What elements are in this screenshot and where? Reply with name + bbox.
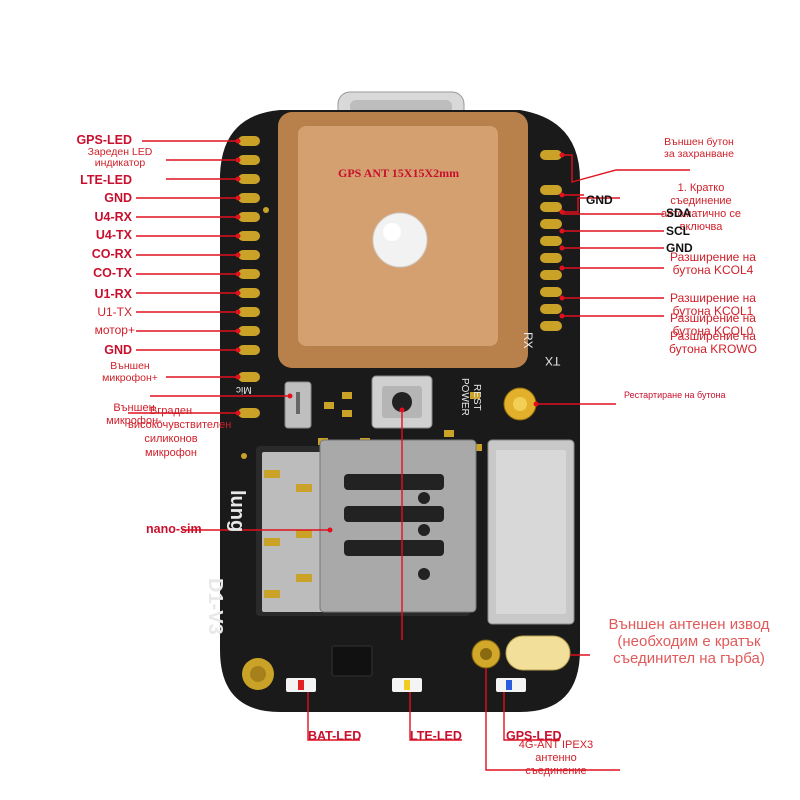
label-gps-led: GPS-LED — [76, 133, 132, 147]
lte-module-shield — [487, 439, 575, 625]
label-gnd-2: GND — [104, 343, 132, 357]
label-motor-plus: мотор+ — [94, 323, 135, 337]
label-u1-rx: U1-RX — [94, 287, 132, 301]
label-ext-antenna: Външен антенен извод (необходим е кратък… — [608, 616, 770, 667]
right-header-pads — [540, 150, 562, 331]
label-scl: SCL — [666, 224, 690, 238]
label-nano-sim: nano-sim — [146, 522, 202, 536]
reset-power-button — [371, 375, 433, 429]
silk-brand: lung — [226, 490, 248, 533]
label-lte-led: LTE-LED — [80, 173, 132, 187]
label-charge-led: Зареден LED индикатор — [87, 146, 153, 169]
label-gnd-1: GND — [104, 191, 132, 205]
silk-model: D1-V3 — [204, 578, 226, 635]
label-sda: SDA — [666, 206, 692, 220]
label-co-tx: CO-TX — [93, 266, 132, 280]
nano-sim-slot — [256, 439, 477, 616]
callout-lines — [128, 140, 690, 771]
silk-rest: REST — [471, 384, 482, 411]
label-4g-ant-ipex: 4G-ANT IPEX3 антенно съединение — [518, 739, 594, 777]
label-co-rx: CO-RX — [91, 247, 132, 261]
label-gnd-right-1: GND — [586, 193, 613, 207]
label-restart-button: Рестартиране на бутона — [624, 390, 726, 400]
label-ext-power-button: Външен бутон за захранване — [664, 136, 734, 160]
silk-mic: Mic — [236, 384, 252, 395]
label-ext-mic-plus: Външен микрофон+ — [102, 360, 158, 384]
silk-rx: RX — [521, 332, 535, 349]
callout-dots — [235, 138, 565, 533]
gps-ceramic-antenna — [278, 112, 528, 368]
label-kcol0: Разширение на бутона KCOL0 — [670, 311, 756, 338]
label-ext-mic-minus: Външен микрофон- — [106, 402, 162, 427]
label-kcol4: Разширение на бутона KCOL4 — [670, 250, 756, 277]
silk-tx: TX — [545, 354, 561, 368]
antenna-spec-text: GPS ANT 15X15X2mm — [338, 166, 460, 180]
restart-button-pad — [503, 387, 537, 421]
label-kcol1: Разширение на бутона KCOL1 — [670, 291, 756, 318]
label-builtin-mic: Вграден високочувствителен силиконов мик… — [128, 405, 232, 459]
silk-power: POWER — [459, 378, 470, 416]
label-krowo: Разширение на бутона KROWO — [669, 329, 757, 356]
label-u4-tx: U4-TX — [95, 228, 132, 242]
label-gnd-right-2: GND — [666, 241, 693, 255]
label-bat-led: BAT-LED — [308, 729, 362, 743]
label-u1-tx: U1-TX — [97, 305, 132, 319]
left-header-pads — [238, 136, 269, 418]
label-lte-led-bottom: LTE-LED — [410, 729, 462, 743]
label-short-auto-on: 1. Кратко съединение автоматично се вклю… — [661, 182, 741, 233]
label-u4-rx: U4-RX — [94, 210, 132, 224]
bottom-components — [242, 635, 571, 692]
label-gps-led-bottom: GPS-LED — [506, 729, 562, 743]
